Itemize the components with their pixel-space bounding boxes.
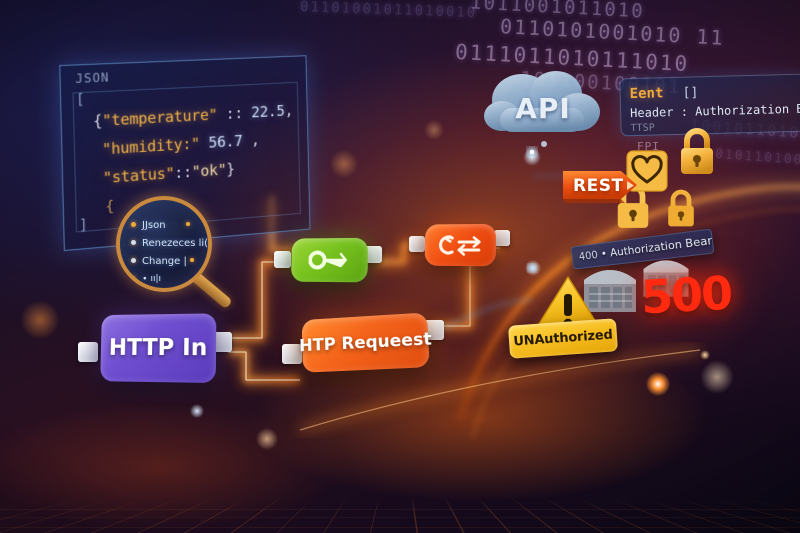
padlock-icon-small [664,188,698,232]
node-plug-left [78,342,98,362]
unauthorized-warning-group: UNAuthorized [507,274,627,362]
json-close-bracket: ] [78,217,88,235]
exchange-arrows-icon [437,233,483,257]
padlock-icon-large [676,126,718,180]
api-cloud-node[interactable]: API [484,64,602,146]
auth-bar-separator: • [600,247,608,261]
unauthorized-label: UNAuthorized [512,327,614,350]
http-in-node[interactable]: HTTP In [78,313,232,384]
json-sep: :: [174,162,193,183]
magnifier-bullet [131,240,136,245]
key-icon [308,248,350,272]
magnifier-icon: JJson Renezeces li() Change | ∙ ıı|ı [116,196,233,310]
bokeh-spark [256,428,278,450]
magnifier-bullet [190,258,194,262]
json-suffix: } [226,159,236,179]
magnifier-item-3: Change | [142,256,187,267]
token-panel-header-line: Header : Authorization Bearer ... [630,100,800,121]
http-request-label: HTP Requeest [299,329,433,357]
json-line-prefix: { [92,111,103,131]
binary-row-1: 1011001011010 [469,0,646,23]
cloud-label: API [515,92,571,125]
bokeh-spark [20,300,60,340]
magnifier-lens: JJson Renezeces li() Change | ∙ ıı|ı [116,196,212,292]
magnifier-bullet [131,276,135,280]
bokeh-spark [424,120,444,140]
auth-key-node[interactable] [274,237,382,283]
magnifier-bullet [186,222,190,226]
binary-row-5: 01101001011010010 [299,0,478,22]
exchange-node-body[interactable] [424,223,497,267]
auth-bar-code: 400 [578,248,599,264]
magnifier-bullet [131,258,136,263]
json-sep: :: [217,103,252,124]
json-value: 22.5 [251,101,285,122]
http-in-node-body[interactable]: HTTP In [100,313,217,384]
binary-row-2: 0110101001010 11 [499,14,726,50]
json-panel-title: JSON [75,70,110,87]
binary-row-7: 010110100 [714,146,800,169]
http-request-node[interactable]: HTP Requeest [282,312,444,373]
json-suffix: , [284,101,294,120]
magnifier-item-1: JJson [142,220,166,231]
token-panel-sub-line: TTSP [630,122,655,135]
json-value: "ok" [191,160,227,181]
perspective-grid-floor [0,496,800,533]
rest-badge[interactable]: REST [563,168,645,204]
node-plug-left [274,251,291,268]
token-panel-brackets: [] [682,85,699,101]
json-sep [200,134,209,152]
magnifier-item-2: Renezeces li() [142,238,212,249]
token-panel-title: Eent [629,85,664,103]
bokeh-spark [523,148,541,166]
exchange-node[interactable] [409,223,510,267]
bokeh-spark [700,350,710,360]
node-plug-left [409,236,425,252]
http-in-label: HTTP In [108,334,208,362]
json-value: 56.7 [208,131,243,152]
magnifier-bullet [131,222,136,227]
bokeh-spark [330,150,358,178]
json-open-bracket: [ [75,91,85,109]
auth-key-node-body[interactable] [290,237,369,283]
unauthorized-badge[interactable]: UNAuthorized [507,318,619,359]
http-request-node-body[interactable]: HTP Requeest [299,312,433,373]
node-plug-right [494,230,510,246]
bokeh-spark [190,404,204,418]
bokeh-spark [646,372,670,396]
json-mid-brace: { [105,198,115,216]
bokeh-spark [700,360,734,394]
error-code-500: 500 [639,265,733,325]
rest-label: REST [573,176,624,196]
magnifier-item-4: ∙ ıı|ı [142,274,162,284]
json-suffix: , [242,130,260,150]
